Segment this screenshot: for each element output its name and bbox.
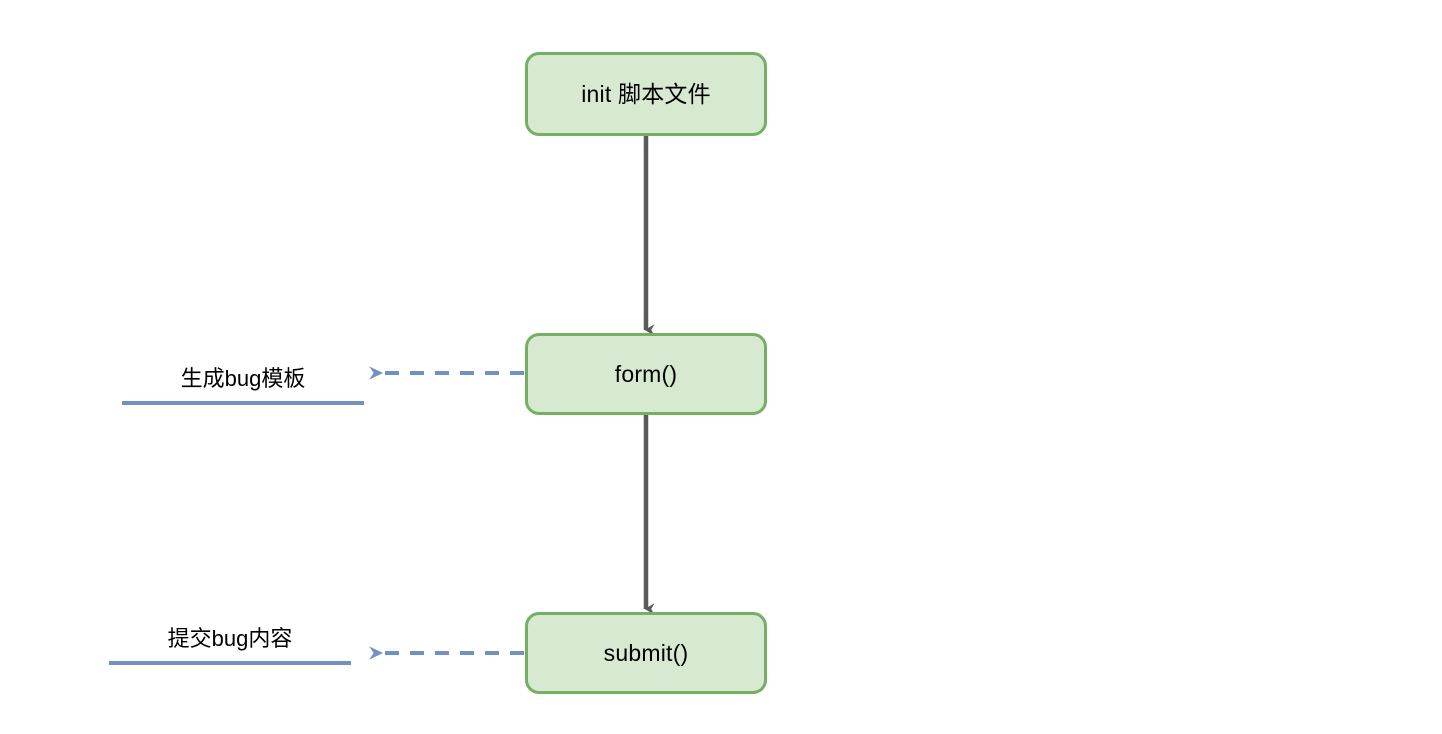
note-label-generate-bug-template: 生成bug模板 — [180, 366, 306, 391]
node-form[interactable]: form() — [525, 333, 767, 415]
node-submit[interactable]: submit() — [525, 612, 767, 694]
note-rule-submit-bug-content — [109, 661, 351, 665]
node-init[interactable]: init 脚本文件 — [525, 52, 767, 136]
note-rule-generate-bug-template — [122, 401, 364, 405]
note-label-submit-bug-content: 提交bug内容 — [167, 626, 293, 651]
